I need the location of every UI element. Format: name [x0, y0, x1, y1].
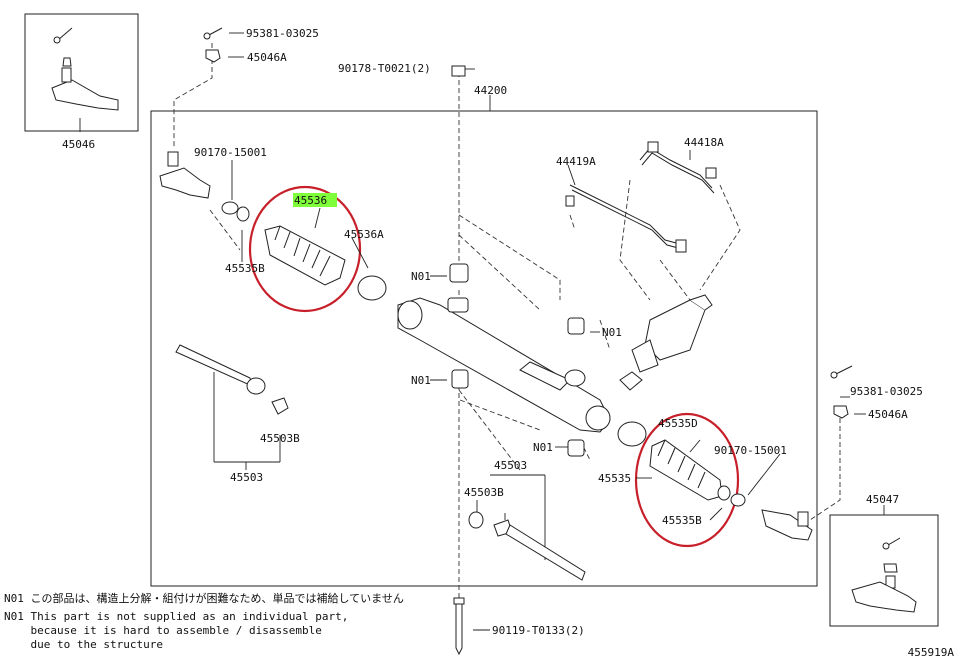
nut-45046A-icon: [203, 27, 223, 63]
note-en-1: N01 This part is not supplied as an indi…: [4, 610, 349, 623]
label-45536-highlight: [293, 193, 337, 207]
inner-tie-rod-left-icon: [175, 344, 289, 415]
bolt-90119-icon: [453, 597, 465, 656]
dashed-leaders: [173, 43, 841, 598]
label-44200: 44200: [474, 84, 507, 97]
label-45535D: 45535D: [658, 417, 698, 430]
label-45503B-left: 45503B: [260, 432, 300, 445]
note-en-2: because it is hard to assemble / disasse…: [4, 624, 322, 637]
bolt-90178-icon: [451, 65, 466, 77]
label-45535: 45535: [598, 472, 631, 485]
label-90178: 90178-T0021(2): [338, 62, 431, 75]
label-45047: 45047: [866, 493, 899, 506]
label-45503-left: 45503: [230, 471, 263, 484]
label-n01-c: N01: [411, 374, 431, 387]
hydraulic-pipes-icon: [565, 141, 717, 253]
label-95381-right: 95381-03025: [850, 385, 923, 398]
label-n01-b: N01: [602, 326, 622, 339]
solid-leaders: [79, 32, 885, 631]
highlight-circle-right: [634, 412, 740, 548]
tie-rod-end-45047-icon: [851, 537, 917, 613]
pinion-valve-icon: [631, 294, 713, 373]
label-n01-a: N01: [411, 270, 431, 283]
label-45046A-top: 45046A: [247, 51, 287, 64]
label-90170-left: 90170-15001: [194, 146, 267, 159]
tie-rod-end-right-icon: [761, 509, 813, 541]
bushing-parts-icon: [447, 263, 585, 457]
label-45535B-right: 45535B: [662, 514, 702, 527]
label-45536: 45536: [294, 194, 327, 207]
nut-45046A-right-icon: [830, 365, 853, 419]
steering-rack-body-icon: [397, 297, 643, 433]
label-n01-d: N01: [533, 441, 553, 454]
label-90170-right: 90170-15001: [714, 444, 787, 457]
label-45503-mid: 45503: [494, 459, 527, 472]
bellows-boot-left-icon: [264, 225, 387, 301]
inner-tie-rod-right-icon: [468, 511, 586, 581]
diagram-reference-code: 455919A: [907, 646, 954, 659]
tie-rod-end-left-icon: [159, 151, 211, 199]
clamp-90170-left-icon: [221, 201, 250, 222]
bellows-boot-right-icon: [617, 421, 746, 507]
frame-45046: [24, 13, 139, 132]
tie-rod-end-45046-icon: [51, 27, 119, 111]
note-jp: N01 この部品は、構造上分解・組付けが困難なため、単品では補給していません: [4, 592, 404, 605]
label-45046A-right: 45046A: [868, 408, 908, 421]
label-44418A: 44418A: [684, 136, 724, 149]
label-90119: 90119-T0133(2): [492, 624, 585, 637]
label-45536A: 45536A: [344, 228, 384, 241]
label-45503B-mid: 45503B: [464, 486, 504, 499]
frame-44200: [150, 110, 818, 587]
label-44419A: 44419A: [556, 155, 596, 168]
highlight-circle-left: [248, 185, 362, 313]
label-45046-top: 45046: [62, 138, 95, 151]
label-95381-top: 95381-03025: [246, 27, 319, 40]
label-45535B-left: 45535B: [225, 262, 265, 275]
note-en-3: due to the structure: [4, 638, 163, 651]
frame-45047: [829, 514, 939, 627]
